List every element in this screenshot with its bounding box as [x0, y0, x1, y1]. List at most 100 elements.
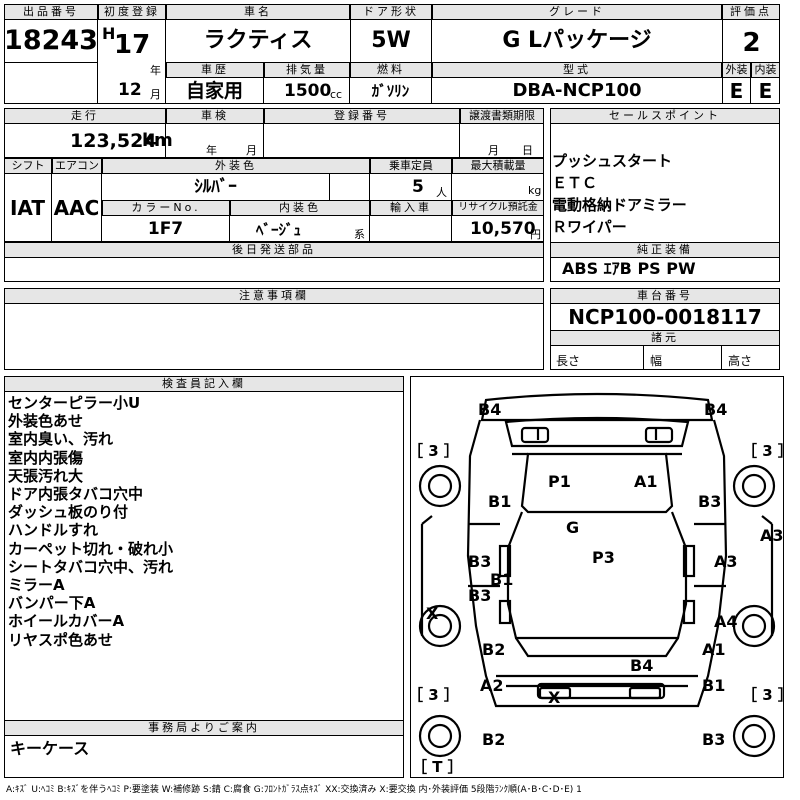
tire-rating: ［ 3 ］ — [408, 442, 459, 460]
legend: A:ｷｽﾞ U:ﾍｺﾐ B:ｷｽﾞを伴うﾍｺﾐ P:要塗装 W:補修跡 S:錆 … — [6, 785, 582, 795]
inspector-label: 検査員記入欄 — [4, 376, 404, 392]
specs-label: 諸元 — [550, 330, 780, 346]
inspector-note: 天張汚れ大 — [8, 466, 84, 485]
equipment: ABS ｴｱB PS PW — [562, 259, 696, 278]
door-label: ドア形状 — [350, 4, 432, 20]
color-label: 外装色 — [102, 158, 370, 174]
office-text: キーケース — [10, 739, 90, 758]
damage-mark: X — [426, 604, 439, 623]
shift: IAT — [4, 174, 52, 242]
inspector-note: センターピラー小U — [8, 394, 141, 412]
import-cell — [370, 216, 452, 242]
insp-year-unit: 年 — [206, 144, 217, 157]
inspector-note: シートタバコ穴中、汚れ — [8, 557, 174, 576]
inspector-note: ドア内張タバコ穴中 — [8, 485, 144, 504]
inspector-note: 外装色あせ — [8, 412, 84, 431]
insp-month-unit: 月 — [246, 144, 257, 157]
reg-month-unit: 月 — [150, 88, 161, 101]
capacity-label: 乗車定員 — [370, 158, 452, 174]
reg-col — [98, 20, 166, 104]
inspector-note: 室内臭い、汚れ — [8, 430, 114, 449]
damage-mark: B1 — [490, 570, 514, 589]
inspector-note: ハンドルすれ — [8, 521, 99, 540]
inspection-cell: 年 月 — [166, 124, 264, 158]
damage-mark: P1 — [548, 472, 571, 491]
inspection-label: 車検 — [166, 108, 264, 124]
inspector-note: バンパー下A — [8, 594, 96, 613]
interior: ﾍﾞｰｼﾞｭ — [256, 221, 302, 239]
door: 5W — [350, 20, 432, 62]
damage-mark: B3 — [468, 586, 492, 605]
reg-label: 初度登録 — [98, 4, 166, 20]
ext-label: 外装 — [722, 62, 751, 78]
spec-length-label: 長さ — [556, 354, 581, 368]
later-parts-label: 後日発送部品 — [4, 242, 544, 258]
car-name-label: 車名 — [166, 4, 350, 20]
displacement-cell: 1500 cc — [264, 78, 350, 104]
damage-mark: A1 — [634, 472, 658, 491]
displacement: 1500 — [284, 81, 332, 101]
damage-mark: A4 — [714, 612, 738, 631]
damage-mark: B1 — [488, 492, 512, 511]
spec-height: 高さ — [722, 346, 780, 370]
mileage: 123,524 — [70, 130, 157, 152]
sales-item: プッシュスタート — [552, 152, 673, 170]
regno-label: 登録番号 — [264, 108, 460, 124]
damage-mark: A3 — [714, 552, 738, 571]
equipment-label: 純正装備 — [550, 242, 780, 258]
reg-year-unit: 年 — [150, 64, 161, 77]
spec-height-label: 高さ — [728, 354, 753, 368]
lot-no: 18243 — [4, 25, 98, 56]
transfer-label: 譲渡書類期限 — [460, 108, 544, 124]
cautions-label: 注意事項欄 — [4, 288, 544, 304]
tire-rating: ［ 3 ］ — [408, 686, 459, 704]
int: E — [758, 79, 773, 103]
spare-tire-rating: ［ T ］ — [412, 758, 463, 776]
recycle-label: リサイクル預託金 — [452, 200, 544, 216]
recycle-unit: 円 — [530, 228, 541, 241]
mileage-label: 走行 — [4, 108, 166, 124]
sales-list: プッシュスタート ＥＴＣ 電動格納ドアミラー Ｒワイパー — [552, 150, 778, 238]
damage-mark: B3 — [698, 492, 722, 511]
int-label: 内装 — [751, 62, 780, 78]
sales-label: セールスポイント — [550, 108, 780, 124]
color-extra — [330, 174, 370, 200]
inspector-note: ダッシュ板のり付 — [8, 503, 129, 522]
damage-mark: B2 — [482, 730, 506, 749]
car-outline — [418, 392, 776, 758]
displacement-unit: cc — [330, 88, 343, 101]
ac-label: エアコン — [52, 158, 102, 174]
model: DBA-NCP100 — [512, 80, 642, 101]
mileage-cell: 123,524 km — [4, 124, 173, 158]
recycle: 10,570 — [470, 219, 536, 239]
sales-item: ＥＴＣ — [552, 174, 598, 192]
car-name: ラクティス — [203, 28, 313, 53]
history: 自家用 — [166, 78, 264, 104]
grade-label: グレード — [432, 4, 722, 20]
fuel: ｶﾞｿﾘﾝ — [350, 78, 432, 104]
import-label: 輸入車 — [370, 200, 452, 216]
load-cell: kg — [452, 174, 544, 200]
office-label: 事務局よりご案内 — [4, 720, 404, 736]
inspector-note: リヤスポ色あせ — [8, 630, 114, 649]
capacity-unit: 人 — [436, 186, 447, 199]
load-label: 最大積載量 — [452, 158, 544, 174]
spec-width-label: 幅 — [650, 354, 663, 368]
inspector-notes: センターピラー小U 外装色あせ 室内臭い、汚れ 室内内張傷 天張汚れ大 ドア内張… — [8, 394, 398, 649]
interior-cell: ﾍﾞｰｼﾞｭ 系 — [230, 216, 370, 242]
damage-mark: A1 — [702, 640, 726, 659]
damage-mark: A2 — [480, 676, 504, 695]
reg-year: 17 — [114, 30, 151, 60]
transfer-day-unit: 日 — [522, 144, 533, 157]
transfer-cell: 月 日 — [460, 124, 544, 158]
damage-mark: G — [566, 518, 580, 537]
capacity-cell: 5 人 — [370, 174, 452, 200]
damage-mark: B3 — [468, 552, 492, 571]
inspector-note: ホイールカバーA — [8, 612, 125, 631]
interior-label: 内装色 — [230, 200, 370, 216]
inspector-note: カーペット切れ・破れ小 — [8, 539, 174, 558]
capacity: 5 — [412, 177, 424, 197]
damage-mark: B4 — [478, 400, 502, 419]
lot-col-line — [4, 4, 98, 62]
damage-mark: B3 — [702, 730, 726, 749]
